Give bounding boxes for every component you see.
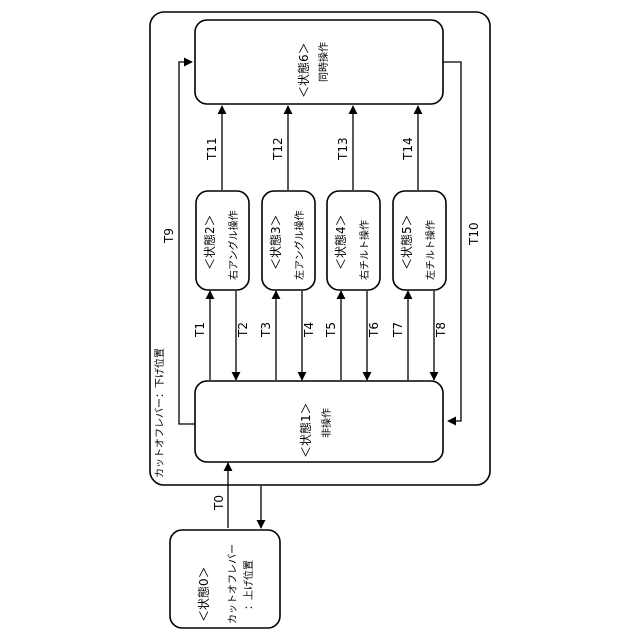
label-t12: T12 [271,137,285,161]
state-5-desc: 左チルト操作 [424,220,437,280]
state-6-title: ＜状態6＞ [296,42,311,98]
arrow-t9 [179,62,195,424]
state-4-title: ＜状態4＞ [333,214,348,270]
state-2-title: ＜状態2＞ [202,214,217,270]
state-3-title: ＜状態3＞ [268,214,283,270]
label-t13: T13 [336,137,350,161]
label-t2: T2 [236,322,250,338]
state-6-box: ＜状態6＞ 同時操作 [195,20,443,104]
frame-label: カットオフレバー：下げ位置 [153,348,166,478]
state-2-box: ＜状態2＞ 右アングル操作 [196,191,249,290]
state-3-desc: 左アングル操作 [293,210,306,280]
state-4-desc: 右チルト操作 [358,220,371,280]
state-0-title: ＜状態0＞ [196,566,211,622]
label-t8: T8 [434,322,448,338]
label-t11: T11 [205,137,219,161]
state-1-desc: 非操作 [320,408,333,438]
state-3-box: ＜状態3＞ 左アングル操作 [262,191,315,290]
label-t9: T9 [162,228,176,244]
state-0-desc-line1: カットオフレバー [227,544,239,624]
state-2-desc: 右アングル操作 [227,210,240,280]
label-t3: T3 [259,322,273,338]
state-6-desc: 同時操作 [317,42,330,82]
label-t1: T1 [193,322,207,338]
label-t7: T7 [391,322,405,338]
state-4-box: ＜状態4＞ 右チルト操作 [327,191,380,290]
label-t14: T14 [401,137,415,161]
state-0-box: ＜状態0＞ カットオフレバー ：上げ位置 [170,530,280,628]
state-1-title: ＜状態1＞ [298,402,313,458]
label-t10: T10 [467,222,481,246]
label-t4: T4 [302,322,316,338]
label-t6: T6 [367,322,381,338]
state-5-title: ＜状態5＞ [399,214,414,270]
label-t5: T5 [324,322,338,338]
state-5-box: ＜状態5＞ 左チルト操作 [393,191,446,290]
state-1-box: ＜状態1＞ 非操作 [195,381,443,462]
state-0-desc-line2: ：上げ位置 [242,560,255,610]
label-t0: T0 [212,495,226,511]
